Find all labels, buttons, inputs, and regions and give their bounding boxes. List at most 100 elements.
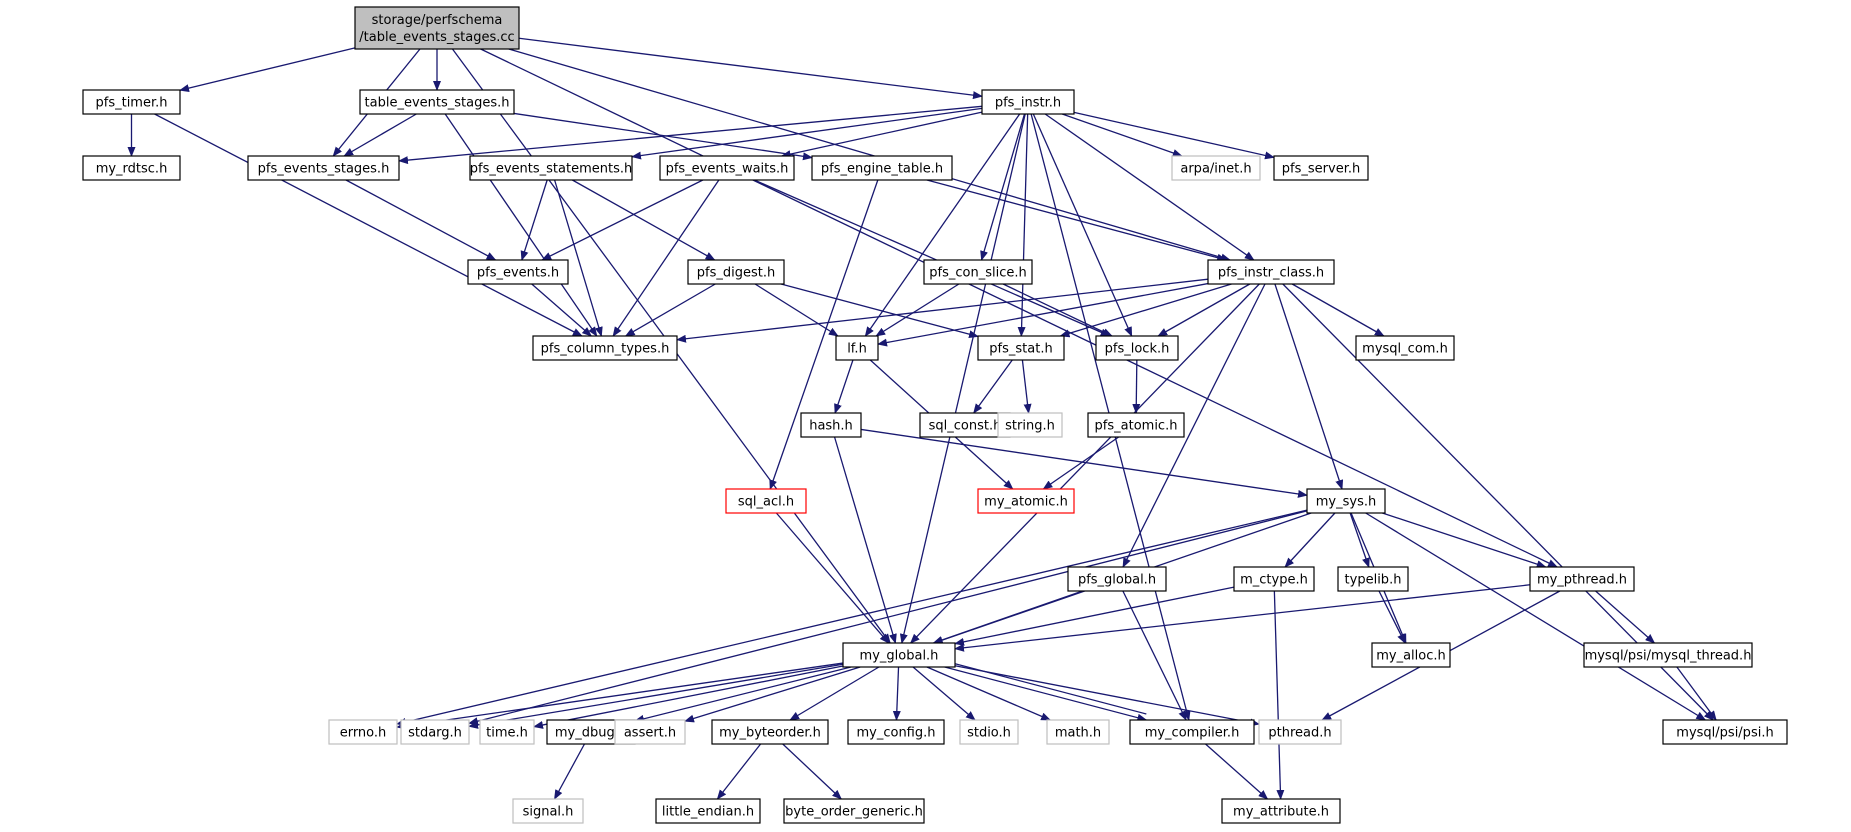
node-sql-acl[interactable]: sql_acl.h: [725, 488, 807, 514]
edge-pfs_instr_class-to-pfs_lock: [1157, 283, 1251, 337]
node-box: [1221, 798, 1341, 824]
edge-hash-to-my_global: [833, 436, 897, 644]
node-label: arpa/inet.h: [1180, 162, 1251, 177]
node-pfs-server[interactable]: pfs_server.h: [1273, 155, 1369, 181]
node-box: [1529, 566, 1635, 592]
node-root[interactable]: storage/perfschema/table_events_stages.c…: [354, 6, 520, 50]
node-little-endian[interactable]: little_endian.h: [655, 798, 761, 824]
node-m-ctype[interactable]: m_ctype.h: [1233, 566, 1315, 592]
node-label: pfs_events.h: [477, 266, 559, 281]
node-box: [359, 89, 515, 115]
node-my-pthread[interactable]: my_pthread.h: [1529, 566, 1635, 592]
edge-root-to-my_pthread: [480, 48, 1558, 568]
node-pfs-events-waits[interactable]: pfs_events_waits.h: [659, 155, 795, 181]
edge-my_global-to-stdarg: [468, 663, 844, 729]
node-my-global[interactable]: my_global.h: [842, 642, 956, 668]
edge-m_ctype-to-my_attribute: [1273, 590, 1285, 800]
node-label: my_byteorder.h: [719, 726, 821, 741]
edge-pfs_instr_class-to-my_global: [909, 283, 1260, 644]
node-label: pfs_stat.h: [989, 342, 1052, 357]
node-mysql-thread[interactable]: mysql/psi/mysql_thread.h: [1583, 642, 1753, 668]
node-box: [1273, 155, 1369, 181]
node-box: [842, 642, 956, 668]
node-sql-const[interactable]: sql_const.h: [919, 412, 1011, 438]
node-my-attribute[interactable]: my_attribute.h: [1221, 798, 1341, 824]
node-box: [1583, 642, 1753, 668]
node-lf[interactable]: lf.h: [835, 335, 879, 361]
node-label: pfs_events_stages.h: [258, 162, 390, 177]
node-psi[interactable]: mysql/psi/psi.h: [1662, 719, 1788, 745]
node-pfs-global[interactable]: pfs_global.h: [1067, 566, 1167, 592]
node-label: stdarg.h: [408, 726, 462, 741]
node-label: table_events_stages.h: [365, 96, 510, 111]
node-label: mysql/psi/psi.h: [1676, 726, 1773, 741]
node-string: string.h: [997, 412, 1063, 438]
edge-my_global-to-time: [533, 665, 844, 729]
node-my-byteorder[interactable]: my_byteorder.h: [711, 719, 829, 745]
node-my-compiler[interactable]: my_compiler.h: [1129, 719, 1255, 745]
edge-pfs_instr-to-pfs_con_slice: [980, 113, 1026, 261]
node-pfs-instr[interactable]: pfs_instr.h: [981, 89, 1075, 115]
node-box: [659, 155, 795, 181]
node-pfs-engine-table[interactable]: pfs_engine_table.h: [811, 155, 953, 181]
edge-pfs_stat-to-sql_const: [973, 359, 1013, 414]
node-label: pfs_instr_class.h: [1218, 266, 1324, 281]
edge-pfs_instr_class-to-mysql_com: [1291, 283, 1385, 337]
node-my-atomic[interactable]: my_atomic.h: [977, 488, 1075, 514]
edge-root-to-pfs_instr: [518, 37, 983, 100]
node-box: [997, 412, 1063, 438]
edge-pfs_instr-to-arpa_inet: [1061, 113, 1183, 157]
edge-my_sys-to-errno: [396, 509, 1308, 726]
node-box: [847, 719, 945, 745]
edge-pfs_stat-to-string: [1021, 359, 1032, 414]
node-pfs-con-slice[interactable]: pfs_con_slice.h: [923, 259, 1033, 285]
edge-table_events_stages-to-pfs_events_stages: [343, 113, 417, 157]
node-my-sys[interactable]: my_sys.h: [1306, 488, 1386, 514]
node-pfs-events[interactable]: pfs_events.h: [467, 259, 569, 285]
edge-my_sys-to-psi: [1365, 512, 1707, 721]
edge-table_events_stages-to-pfs_engine_table: [513, 112, 813, 161]
node-typelib[interactable]: typelib.h: [1337, 566, 1409, 592]
edge-root-to-pfs_timer: [179, 47, 356, 93]
node-pfs-instr-class[interactable]: pfs_instr_class.h: [1207, 259, 1335, 285]
node-errno: errno.h: [328, 719, 398, 745]
edge-pfs_engine_table-to-sql_acl: [769, 179, 879, 490]
node-my-alloc[interactable]: my_alloc.h: [1371, 642, 1451, 668]
node-label: storage/perfschema: [372, 13, 503, 28]
edge-my_global-to-math: [926, 666, 1052, 721]
node-pfs-column-types[interactable]: pfs_column_types.h: [532, 335, 678, 361]
node-my-rdtsc[interactable]: my_rdtsc.h: [82, 155, 181, 181]
node-label: my_pthread.h: [1537, 573, 1627, 588]
node-pfs-digest[interactable]: pfs_digest.h: [687, 259, 785, 285]
node-pfs-stat[interactable]: pfs_stat.h: [977, 335, 1065, 361]
node-pfs-atomic[interactable]: pfs_atomic.h: [1087, 412, 1185, 438]
edge-my_sys-to-m_ctype: [1284, 512, 1336, 568]
node-box: [1258, 719, 1342, 745]
node-pfs-events-statements[interactable]: pfs_events_statements.h: [469, 155, 633, 181]
edge-pfs_events-to-pfs_column_types: [531, 283, 593, 337]
node-label: sql_const.h: [929, 419, 1002, 434]
edges: [127, 37, 1717, 800]
edge-pfs_events_statements-to-pfs_events: [520, 179, 548, 261]
node-mysql-com[interactable]: mysql_com.h: [1355, 335, 1455, 361]
node-label: math.h: [1055, 726, 1101, 741]
node-box: [687, 259, 785, 285]
node-label: pfs_digest.h: [697, 266, 775, 281]
node-my-config[interactable]: my_config.h: [847, 719, 945, 745]
node-pfs-events-stages[interactable]: pfs_events_stages.h: [247, 155, 400, 181]
edge-my_pthread-to-my_global: [954, 584, 1531, 652]
node-pfs-lock[interactable]: pfs_lock.h: [1095, 335, 1179, 361]
edge-lf-to-hash: [834, 359, 854, 414]
node-table-events-stages[interactable]: table_events_stages.h: [359, 89, 515, 115]
node-box: [1355, 335, 1455, 361]
node-hash[interactable]: hash.h: [800, 412, 862, 438]
edge-m_ctype-to-my_global: [954, 586, 1235, 646]
node-label: pthread.h: [1268, 726, 1331, 741]
node-byte-order-generic[interactable]: byte_order_generic.h: [783, 798, 925, 824]
edge-my_byteorder-to-byte_order_generic: [782, 743, 842, 800]
node-box: [1171, 155, 1261, 181]
node-pfs-timer[interactable]: pfs_timer.h: [82, 89, 181, 115]
edge-my_sys-to-stdarg: [468, 510, 1308, 726]
node-label: pfs_lock.h: [1105, 342, 1170, 357]
